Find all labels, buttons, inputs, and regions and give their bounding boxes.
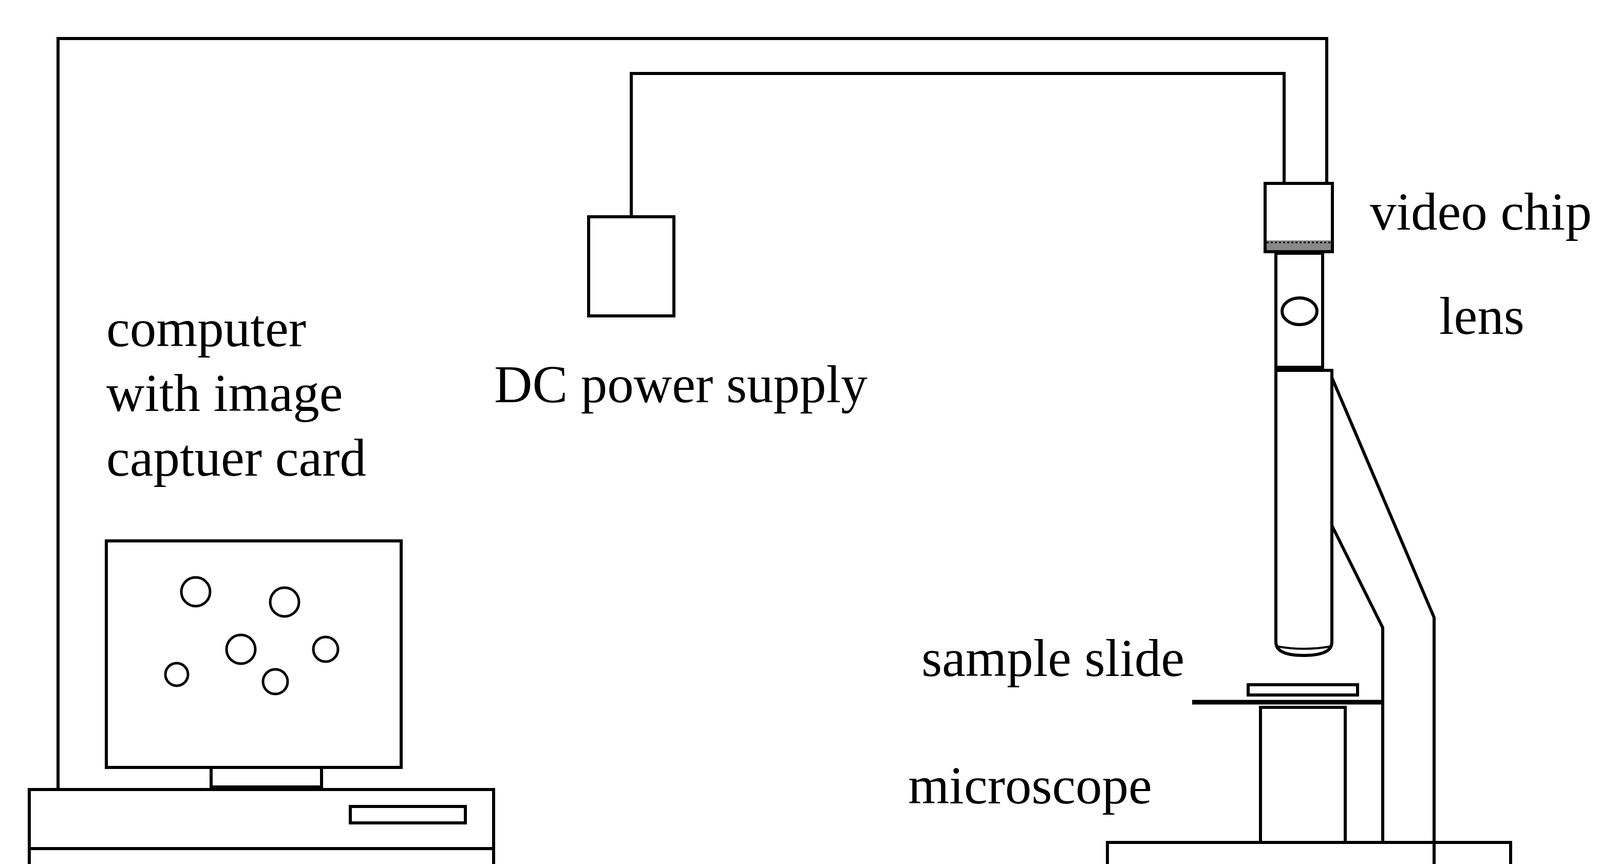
computer-drawing (27, 540, 496, 849)
microscope-arm (1331, 377, 1435, 864)
microscope-drawing (1107, 240, 1511, 864)
stage (1192, 700, 1383, 705)
drive-slot (350, 806, 466, 823)
computer-case-node: computer with image captuer card (27, 295, 306, 491)
lens-symbol (1282, 297, 1317, 325)
label-holder: microscope (908, 753, 1153, 818)
video-chip-box-node: video chip (1263, 181, 1486, 247)
objective-tube (1275, 370, 1332, 656)
power-supply-box-node: DC power supply (494, 215, 868, 280)
signal-wire (58, 38, 1327, 790)
part-label: microscope (908, 753, 1153, 818)
particle (270, 587, 299, 617)
label-holder: lens (1439, 283, 1525, 349)
signal-wire (631, 73, 1285, 217)
part-label: computer with image captuer card (106, 295, 384, 491)
particle (313, 636, 338, 662)
microscope-base (1107, 842, 1511, 864)
particle (262, 669, 288, 694)
particle (226, 634, 256, 664)
part-label: lens (1439, 283, 1525, 349)
lens-tube (1275, 253, 1323, 368)
computer-case (27, 787, 496, 864)
power-supply-box (587, 215, 676, 318)
part-label: sample slide (921, 625, 1185, 691)
particle (165, 663, 188, 686)
monitor-stand (211, 767, 322, 787)
chip-sensor-edge (1266, 241, 1331, 244)
part-label: video chip (1369, 179, 1592, 244)
monitor (106, 540, 402, 768)
label-holder: sample slide (921, 625, 1185, 691)
case-line (27, 846, 496, 851)
part-label: DC power supply (494, 351, 868, 417)
particle (181, 577, 211, 607)
chip-sensor (1266, 240, 1331, 251)
objective-lens (1275, 646, 1332, 649)
video-chip-box (1263, 181, 1334, 254)
sample-slide (1248, 684, 1358, 695)
stage-column (1260, 707, 1346, 843)
